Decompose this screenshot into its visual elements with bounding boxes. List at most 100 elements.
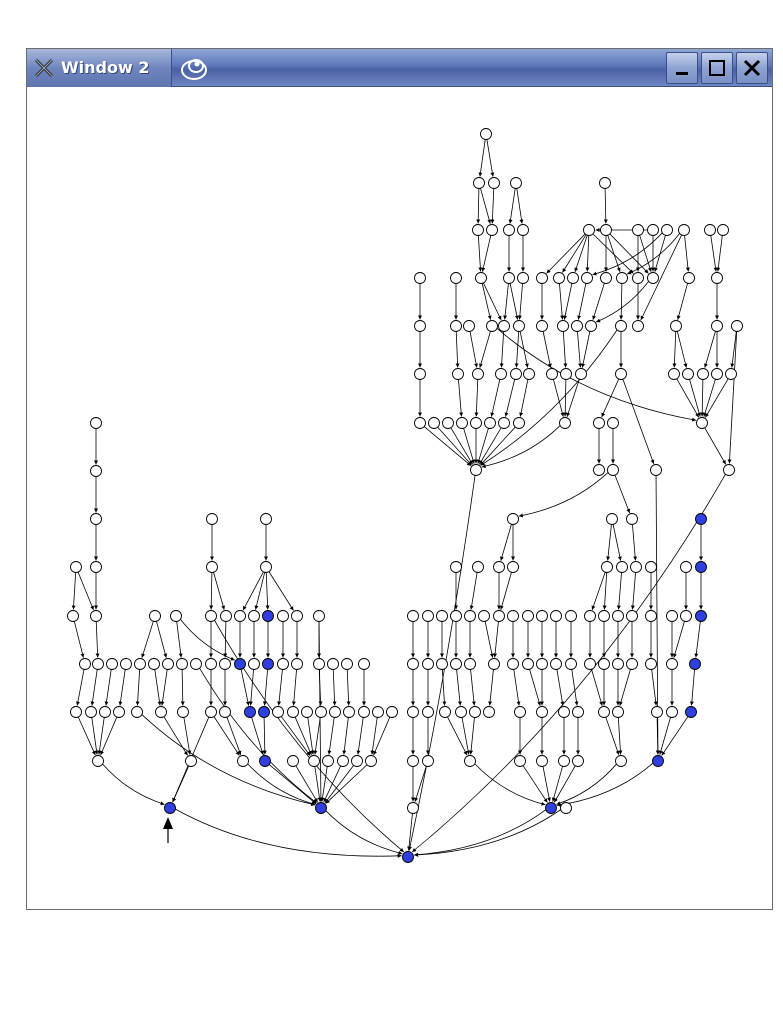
graph-node[interactable] <box>205 610 217 622</box>
graph-node[interactable] <box>277 658 289 670</box>
graph-node[interactable] <box>407 706 419 718</box>
graph-node[interactable] <box>414 417 426 429</box>
maximize-button[interactable] <box>701 52 733 84</box>
graph-node[interactable] <box>601 561 613 573</box>
graph-node[interactable] <box>626 610 638 622</box>
graph-node[interactable] <box>341 658 353 670</box>
graph-node[interactable] <box>598 706 610 718</box>
graph-node[interactable] <box>488 177 500 189</box>
graph-node[interactable] <box>327 658 339 670</box>
graph-node[interactable] <box>414 368 426 380</box>
graph-node[interactable] <box>565 658 577 670</box>
graph-node[interactable] <box>711 320 723 332</box>
graph-node-highlighted[interactable] <box>689 658 701 670</box>
graph-node[interactable] <box>134 658 146 670</box>
graph-node[interactable] <box>666 706 678 718</box>
graph-node[interactable] <box>291 610 303 622</box>
graph-node[interactable] <box>407 802 419 814</box>
graph-node-highlighted[interactable] <box>262 610 274 622</box>
graph-node[interactable] <box>507 610 519 622</box>
graph-node[interactable] <box>632 272 644 284</box>
graph-node[interactable] <box>666 610 678 622</box>
swirl-icon[interactable] <box>179 54 209 82</box>
graph-node[interactable] <box>456 417 468 429</box>
graph-node[interactable] <box>615 755 627 767</box>
window-tab[interactable]: Window 2 <box>27 49 172 87</box>
graph-node[interactable] <box>666 658 678 670</box>
graph-node-highlighted[interactable] <box>695 513 707 525</box>
graph-node[interactable] <box>260 561 272 573</box>
graph-node[interactable] <box>585 320 597 332</box>
graph-node[interactable] <box>550 658 562 670</box>
graph-node[interactable] <box>422 755 434 767</box>
graph-node[interactable] <box>725 368 737 380</box>
graph-node[interactable] <box>358 706 370 718</box>
graph-node[interactable] <box>536 706 548 718</box>
graph-node-highlighted[interactable] <box>402 851 414 863</box>
graph-node[interactable] <box>120 658 132 670</box>
graph-node[interactable] <box>463 320 475 332</box>
graph-node[interactable] <box>513 320 525 332</box>
graph-node[interactable] <box>645 561 657 573</box>
graph-node-highlighted[interactable] <box>545 802 557 814</box>
graph-node[interactable] <box>313 658 325 670</box>
graph-node[interactable] <box>287 706 299 718</box>
graph-node[interactable] <box>407 658 419 670</box>
graph-node[interactable] <box>177 706 189 718</box>
graph-node[interactable] <box>626 513 638 525</box>
graph-node[interactable] <box>517 224 529 236</box>
graph-node[interactable] <box>683 272 695 284</box>
graph-node[interactable] <box>598 658 610 670</box>
graph-node-highlighted[interactable] <box>164 802 176 814</box>
graph-node[interactable] <box>414 272 426 284</box>
graph-node-highlighted[interactable] <box>259 755 271 767</box>
minimize-button[interactable] <box>666 52 698 84</box>
graph-node[interactable] <box>517 272 529 284</box>
graph-node[interactable] <box>680 561 692 573</box>
graph-node[interactable] <box>616 561 628 573</box>
graph-node[interactable] <box>484 417 496 429</box>
graph-node[interactable] <box>598 610 610 622</box>
graph-node[interactable] <box>522 658 534 670</box>
graph-node[interactable] <box>422 610 434 622</box>
graph-node[interactable] <box>291 658 303 670</box>
graph-node[interactable] <box>422 658 434 670</box>
graph-node[interactable] <box>464 610 476 622</box>
graph-node[interactable] <box>606 513 618 525</box>
graph-node[interactable] <box>455 706 467 718</box>
graph-node[interactable] <box>645 658 657 670</box>
graph-node[interactable] <box>450 561 462 573</box>
graph-node[interactable] <box>507 513 519 525</box>
graph-node[interactable] <box>486 224 498 236</box>
graph-node[interactable] <box>469 706 481 718</box>
graph-node[interactable] <box>559 417 571 429</box>
graph-node[interactable] <box>507 658 519 670</box>
graph-node[interactable] <box>612 610 624 622</box>
title-bar[interactable]: Window 2 <box>27 49 772 87</box>
graph-node[interactable] <box>575 368 587 380</box>
graph-node[interactable] <box>565 610 577 622</box>
graph-node[interactable] <box>615 320 627 332</box>
graph-node[interactable] <box>510 177 522 189</box>
graph-node[interactable] <box>351 755 363 767</box>
graph-node[interactable] <box>600 224 612 236</box>
graph-node[interactable] <box>572 706 584 718</box>
graph-node[interactable] <box>450 272 462 284</box>
graph-node[interactable] <box>436 610 448 622</box>
graph-node[interactable] <box>507 561 519 573</box>
close-button[interactable] <box>736 52 768 84</box>
graph-node-highlighted[interactable] <box>315 802 327 814</box>
graph-node[interactable] <box>536 658 548 670</box>
graph-node[interactable] <box>442 417 454 429</box>
graph-node[interactable] <box>599 177 611 189</box>
graph-node[interactable] <box>206 513 218 525</box>
graph-node[interactable] <box>612 706 624 718</box>
graph-node[interactable] <box>450 658 462 670</box>
graph-node[interactable] <box>90 561 102 573</box>
graph-node[interactable] <box>536 755 548 767</box>
graph-node[interactable] <box>523 368 535 380</box>
graph-node[interactable] <box>593 417 605 429</box>
graph-node[interactable] <box>696 417 708 429</box>
graph-node[interactable] <box>607 417 619 429</box>
graph-node[interactable] <box>464 658 476 670</box>
